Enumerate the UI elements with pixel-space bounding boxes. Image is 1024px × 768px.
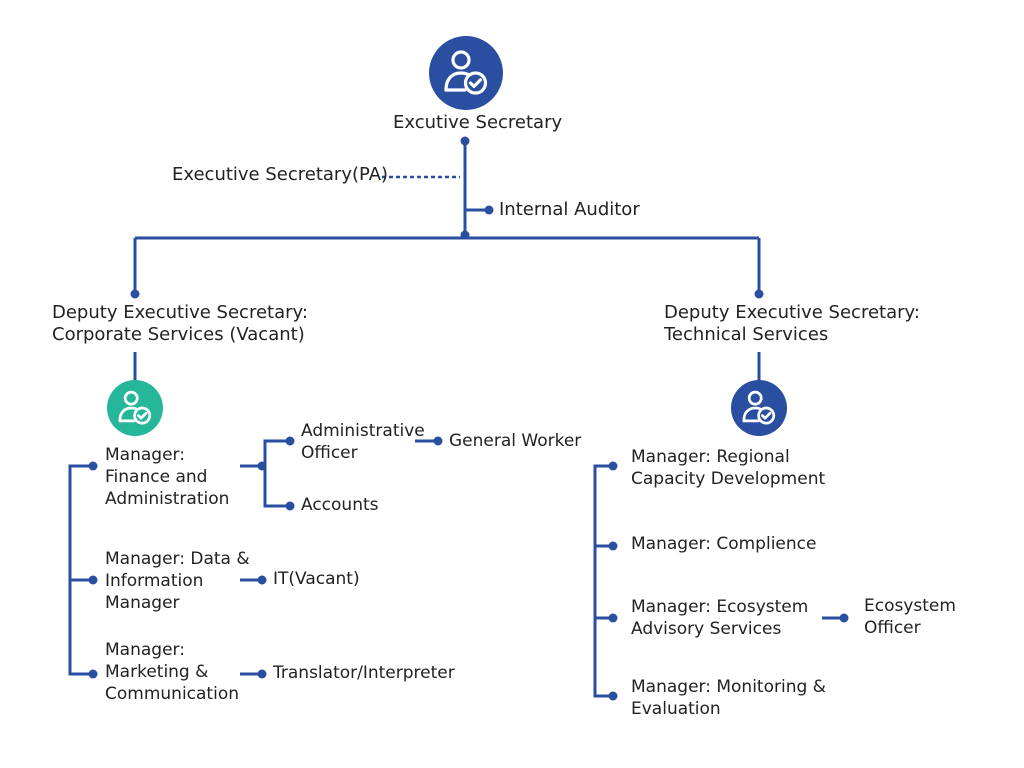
user-check-icon — [742, 390, 776, 425]
dot — [88, 461, 98, 471]
accounts-label: Accounts — [301, 495, 379, 515]
dot — [130, 289, 140, 299]
corporate-manager-bracket — [68, 464, 93, 676]
user-check-icon — [444, 50, 488, 95]
executive-secretary-label: Excutive Secretary — [393, 112, 563, 133]
dot — [257, 575, 267, 585]
dot — [608, 461, 618, 471]
ecosystem-officer-label: Ecosystem Officer — [864, 596, 956, 638]
deputy-corporate-label: Deputy Executive Secretary: Corporate Se… — [52, 302, 308, 345]
dot — [754, 289, 764, 299]
manager-regional-label: Manager: Regional Capacity Development — [631, 447, 826, 489]
dot — [285, 436, 295, 446]
administrative-officer-label: Administrative Officer — [301, 421, 425, 463]
finance-sub-bracket — [263, 439, 290, 508]
dot — [88, 575, 98, 585]
dot — [608, 541, 618, 551]
dot — [460, 230, 470, 240]
technical-manager-bracket — [593, 464, 613, 698]
dot — [285, 501, 295, 511]
dot — [460, 136, 470, 146]
dot — [484, 205, 494, 215]
pa-label: Executive Secretary(PA) — [172, 164, 389, 185]
dot — [608, 691, 618, 701]
dot — [433, 436, 443, 446]
technical-avatar — [731, 380, 787, 436]
translator-label: Translator/Interpreter — [273, 663, 455, 683]
manager-ecosystem-label: Manager: Ecosystem Advisory Services — [631, 597, 809, 639]
it-label: IT(Vacant) — [273, 569, 360, 589]
dot — [88, 669, 98, 679]
executive-avatar — [429, 36, 503, 110]
dot — [257, 669, 267, 679]
manager-data-label: Manager: Data & Information Manager — [105, 549, 250, 613]
corporate-avatar — [107, 380, 163, 436]
user-check-icon — [118, 390, 152, 425]
general-worker-label: General Worker — [449, 431, 582, 451]
manager-monitoring-label: Manager: Monitoring & Evaluation — [631, 677, 826, 719]
dot — [839, 613, 849, 623]
dot — [608, 613, 618, 623]
internal-auditor-label: Internal Auditor — [499, 199, 640, 220]
deputy-technical-label: Deputy Executive Secretary: Technical Se… — [664, 302, 920, 345]
manager-marketing-label: Manager: Marketing & Communication — [105, 640, 239, 704]
manager-compliance-label: Manager: Complience — [631, 534, 817, 554]
manager-finance-label: Manager: Finance and Administration — [105, 445, 230, 509]
dot — [257, 461, 267, 471]
